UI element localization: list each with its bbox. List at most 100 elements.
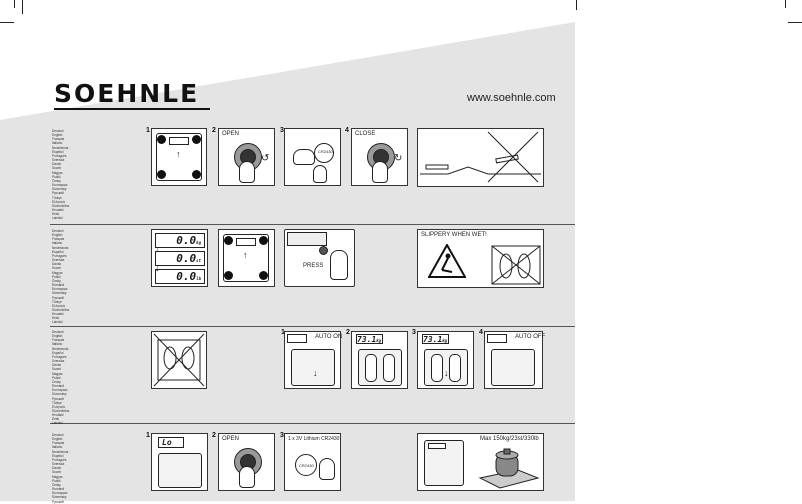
language-name: Latviski [52,320,63,325]
language-name: Italiano [52,141,63,146]
weight-display: 73.1kg [422,334,449,344]
language-name: Nederlands [52,346,69,351]
rotate-open-icon: ↺ [261,153,270,164]
scale-foot [224,271,233,280]
language-name: Español [52,249,64,254]
step-label: OPEN [222,131,240,137]
step-panel: OPEN ↺ [218,128,275,186]
language-name: Suomi [52,470,62,475]
language-name: Hrvatski [52,413,64,418]
no-jumping-illustration [153,333,205,387]
step-number: 3 [280,127,284,134]
soehnle-logo: SOEHNLE [54,79,200,108]
language-name: Eesti [52,417,60,422]
language-name: Dansk [52,363,62,368]
language-name: Magyar [52,474,63,479]
hand-icon [239,466,255,488]
language-name: Polski [52,375,61,380]
step-number: 1 [146,432,150,439]
warning-triangle-icon [428,244,466,278]
battery-label: 1 x 3V Lithium CR2430 [288,436,340,442]
language-name: Română [52,283,65,288]
foot-icon [383,354,395,382]
language-name: Magyar [52,170,63,175]
language-name: Български [52,491,68,496]
hand-icon [293,149,315,165]
language-name: Dansk [52,466,62,471]
language-name: Български [52,287,68,292]
scale-foot [259,271,268,280]
step-number: 1 [281,329,285,336]
language-name: Italiano [52,445,63,450]
language-name: Česky [52,178,61,183]
hand-icon [372,161,388,183]
language-name: Nederlands [52,449,69,454]
step-panel: 73.1kg ↓ [417,331,474,389]
section-divider [50,326,575,327]
foot-icon [365,354,377,382]
language-name: Svenska [52,359,65,364]
language-name: Latviski [52,216,63,221]
logo-underline [54,108,210,110]
language-name: Česky [52,278,61,283]
website-url: www.soehnle.com [467,92,556,104]
step-number: 3 [280,432,284,439]
language-name: Français [52,338,65,343]
language-name: Slovensky [52,187,67,192]
language-name: Dansk [52,162,62,167]
scale-display [287,232,327,246]
language-name: Slovensky [52,291,67,296]
language-name: Ελληνικά [52,404,65,409]
uneven-floor-illustration [420,131,541,183]
scale-foot [192,135,201,144]
step-label: AUTO ON [315,334,343,340]
wet-feet-illustration [491,245,541,285]
step-label: OPEN [222,436,240,442]
arrow-down-icon: ↓ [444,368,449,378]
section-divider [50,423,575,424]
crop-mark [785,0,786,8]
scale-display [287,334,307,343]
scale-top [491,349,535,386]
scale-foot [224,236,233,245]
language-name: Česky [52,482,61,487]
weight-on-scale-illustration [478,448,540,489]
language-name: Български [52,388,68,393]
language-name: Italiano [52,342,63,347]
scale-foot [157,135,166,144]
battery-text: CR2430 [299,463,314,468]
step-number: 3 [412,329,416,336]
language-name: Русский [52,396,64,401]
lcd-kg: 0.0kg [155,233,205,248]
language-name: English [52,233,63,238]
language-name: Português [52,457,67,462]
units-panel: 0.0kg 0.0st 0.0lb ↓ ↓ [151,229,208,287]
arrow-up-icon: ↑ [176,149,181,159]
capacity-label: Max 150kg/23st/330lb [480,436,539,442]
language-name: Polski [52,478,61,483]
weight-display: 73.1kg [356,334,383,344]
arrow-down-icon: ↓ [313,368,318,378]
scale-top [158,453,202,488]
crop-mark [14,0,15,8]
hand-icon [319,458,335,480]
step-number: 2 [212,432,216,439]
step-panel: OPEN [218,433,275,491]
language-name: Ελληνικά [52,303,65,308]
step-number: 2 [346,329,350,336]
language-name: Hrvatski [52,207,64,212]
language-name: English [52,133,63,138]
language-name: Dansk [52,262,62,267]
hand-icon [239,161,255,183]
language-name: Ελληνικά [52,199,65,204]
foot-icon [431,354,443,382]
step-number: 4 [479,329,483,336]
scale-display [487,334,507,343]
language-name: Русский [52,295,64,300]
button-icon [319,246,328,255]
scale-foot [259,236,268,245]
language-name: English [52,334,63,339]
language-name: Slovensky [52,495,67,500]
